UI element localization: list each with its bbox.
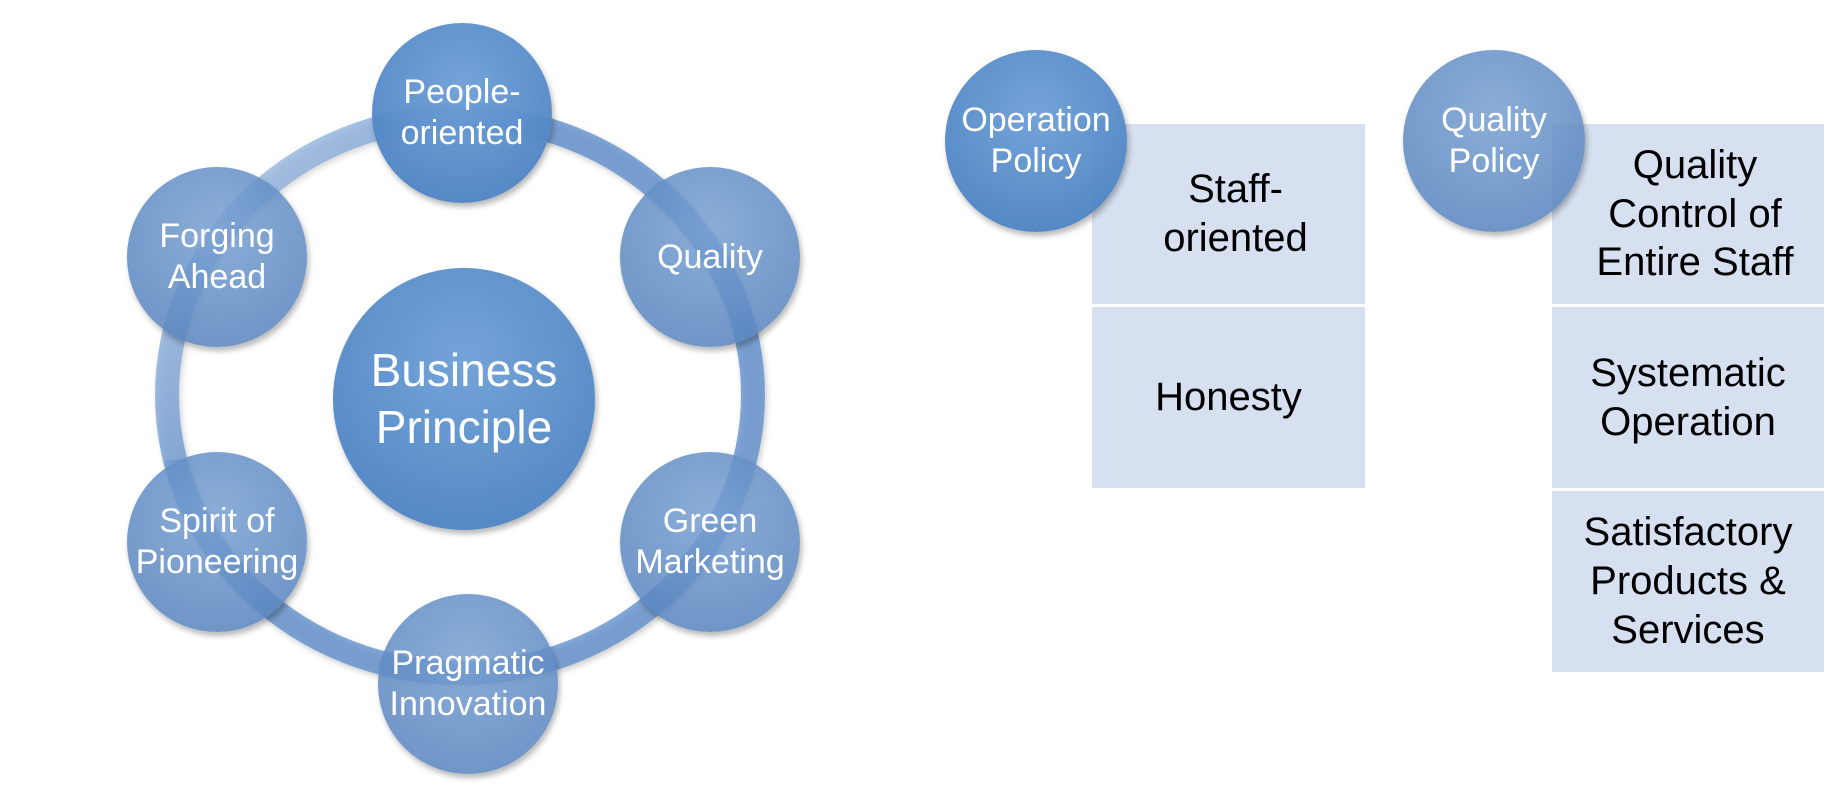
node-quality-label: Quality [657,237,763,276]
node-green-marketing: Green Marketing [620,452,800,632]
node-green-marketing-label: Green Marketing [635,502,785,581]
quality-policy-item: Systematic Operation [1552,307,1824,488]
node-forging-ahead: Forging Ahead [127,167,307,347]
quality-policy-item: Satisfactory Products & Services [1552,491,1824,672]
quality-policy-item-label: Satisfactory Products & Services [1583,510,1793,652]
node-spirit-of-pioneering-label: Spirit of Pioneering [135,502,299,581]
node-pragmatic-innovation-label: Pragmatic Innovation [389,644,547,723]
quality-policy-circle: Quality Policy [1403,50,1585,232]
operation-policy-item-label: Honesty [1155,375,1302,420]
operation-policy-item: Honesty [1092,307,1365,488]
business-principle-label: Business Principle [370,343,558,454]
quality-policy-item: Quality Control of Entire Staff [1552,124,1824,304]
operation-policy-label: Operation Policy [961,101,1111,180]
operation-policy-item: Staff- oriented [1092,124,1365,304]
node-people-oriented: People- oriented [372,23,552,203]
node-forging-ahead-label: Forging Ahead [159,217,275,296]
quality-policy-label: Quality Policy [1441,101,1547,180]
operation-policy-item-label: Staff- oriented [1163,167,1308,260]
node-pragmatic-innovation: Pragmatic Innovation [378,594,558,774]
quality-policy-item-label: Systematic Operation [1590,350,1786,444]
quality-policy-item-label: Quality Control of Entire Staff [1596,142,1794,285]
business-principle-center: Business Principle [333,268,595,530]
node-quality: Quality [620,167,800,347]
operation-policy-circle: Operation Policy [945,50,1127,232]
node-spirit-of-pioneering: Spirit of Pioneering [127,452,307,632]
node-people-oriented-label: People- oriented [400,73,524,152]
